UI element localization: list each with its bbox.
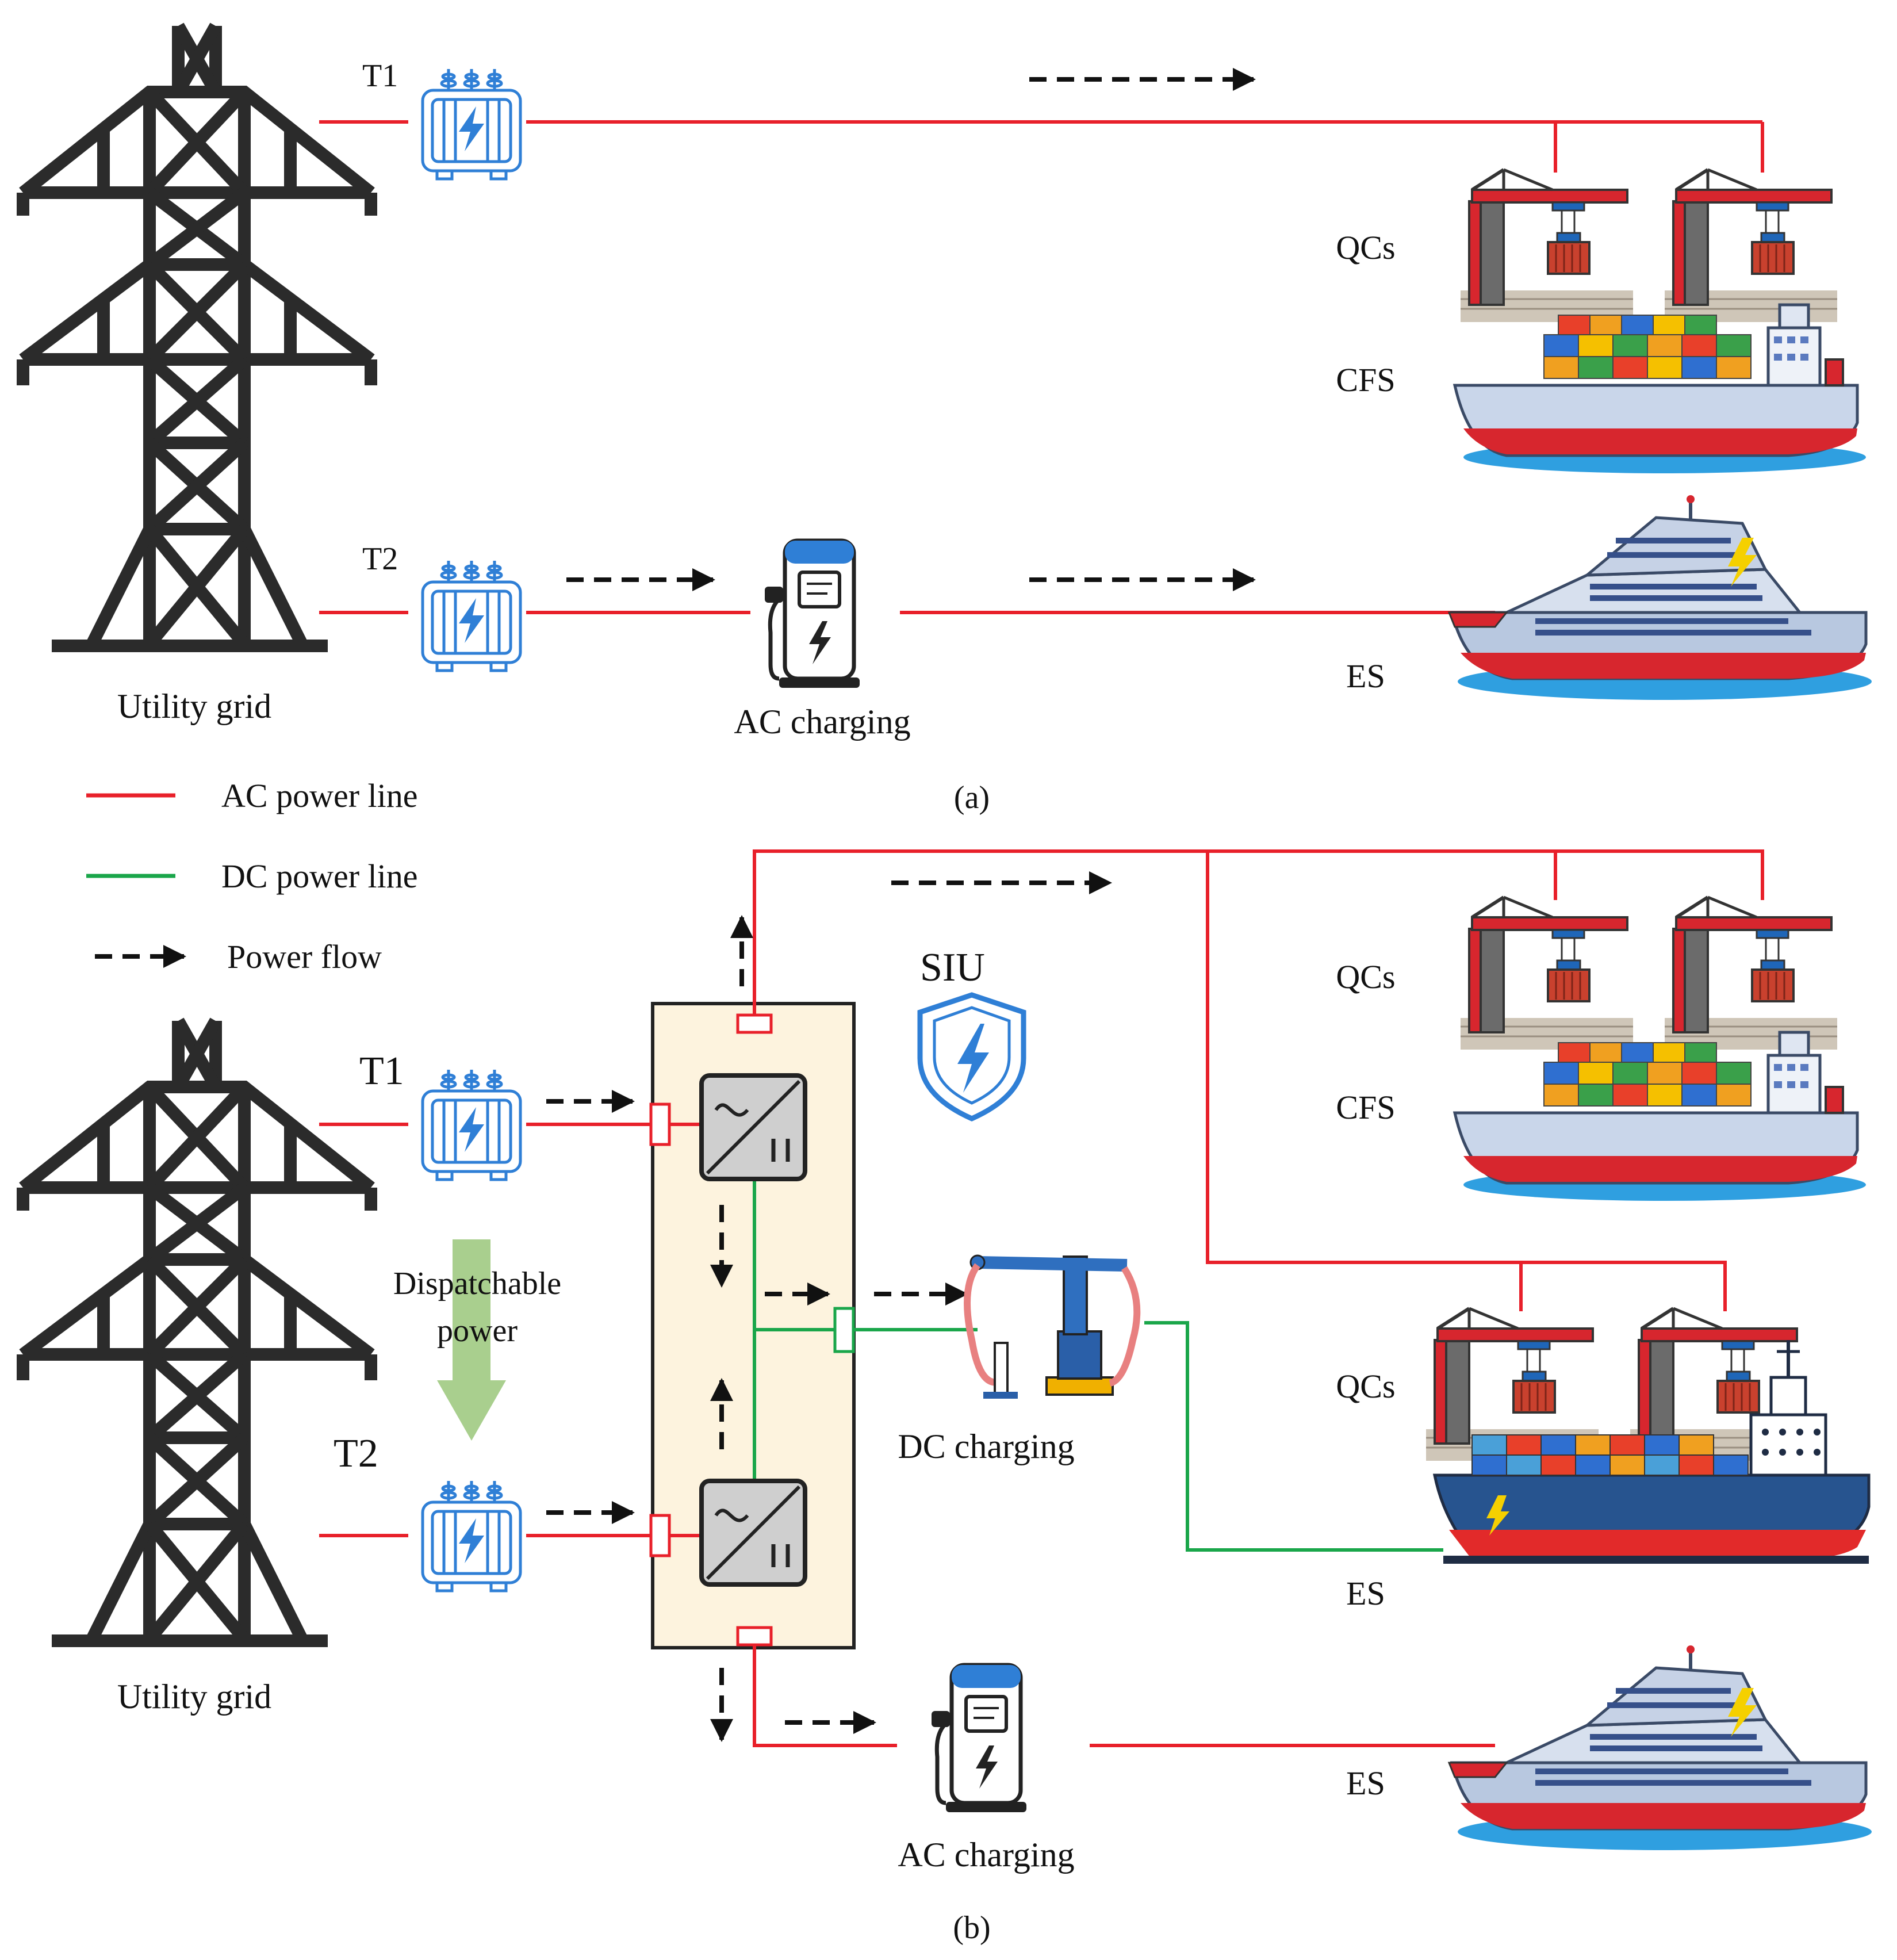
label-ac-charging-b: AC charging [898, 1836, 1074, 1874]
label-t2: T2 [362, 541, 398, 577]
quay-crane-icon [1461, 170, 1633, 322]
ev-charger-icon [765, 541, 860, 688]
label-dispatchable-power-line2: power [437, 1313, 518, 1349]
label-qcs-b2: QCs [1336, 1368, 1395, 1405]
quay-crane-icon [1665, 170, 1837, 322]
container-ship-icon [1449, 1645, 1872, 1850]
ac-dc-converter-icon [702, 1075, 805, 1179]
container-ship-icon [1432, 1340, 1871, 1564]
transformer-icon [423, 561, 520, 671]
label-qcs: QCs [1336, 229, 1395, 266]
transmission-tower-icon [23, 1021, 371, 1647]
label-es: ES [1346, 657, 1385, 695]
connectors [649, 1013, 855, 1647]
label-es-b1: ES [1346, 1575, 1385, 1612]
label-siu: SIU [920, 945, 985, 990]
label-t1-b: T1 [359, 1049, 404, 1093]
quay-crane-icon [1461, 897, 1633, 1050]
legend-flow-label: Power flow [227, 938, 382, 975]
ev-charger-icon [932, 1665, 1026, 1812]
container-ship-icon [1449, 495, 1872, 700]
label-utility-grid-b: Utility grid [117, 1678, 271, 1716]
transformer-icon [423, 1481, 520, 1591]
power-flow-arrows-b [546, 871, 1112, 1742]
panel-a: T1 T2 Utility grid AC charging QCs CFS E… [23, 26, 1872, 816]
transformer-icon [423, 1070, 520, 1180]
panel-b: Dispatchable power [23, 849, 1872, 1946]
legend-ac-label: AC power line [221, 777, 418, 814]
ac-lines-a [319, 120, 1764, 614]
quay-crane-icon [1665, 897, 1837, 1050]
dc-lines [753, 1179, 1443, 1552]
transformer-icon [423, 69, 520, 179]
panel-a-caption: (a) [954, 780, 990, 816]
power-flow-arrows-a [566, 68, 1256, 591]
label-ac-charging: AC charging [734, 703, 910, 741]
legend-dc-label: DC power line [221, 858, 418, 895]
panel-b-caption: (b) [953, 1910, 990, 1946]
container-ship-icon [1455, 1032, 1866, 1201]
label-dc-charging: DC charging [898, 1427, 1074, 1465]
container-ship-icon [1455, 305, 1866, 473]
transmission-tower-icon [23, 26, 371, 652]
label-t2-b: T2 [334, 1431, 378, 1476]
label-cfs: CFS [1336, 361, 1395, 399]
label-t1: T1 [362, 58, 398, 94]
ac-lines-b [319, 849, 1764, 1747]
dispatchable-power-arrow [437, 1239, 506, 1441]
label-utility-grid: Utility grid [117, 687, 271, 725]
label-qcs-b1: QCs [1336, 958, 1395, 996]
legend: AC power line DC power line Power flow [86, 777, 418, 975]
label-dispatchable-power-line1: Dispatchable [393, 1266, 561, 1301]
label-es-b2: ES [1346, 1764, 1385, 1802]
dc-charging-arm-icon [964, 1254, 1141, 1399]
ac-dc-converter-icon [702, 1481, 805, 1584]
shield-bolt-icon [917, 992, 1026, 1121]
label-cfs-b: CFS [1336, 1089, 1395, 1126]
